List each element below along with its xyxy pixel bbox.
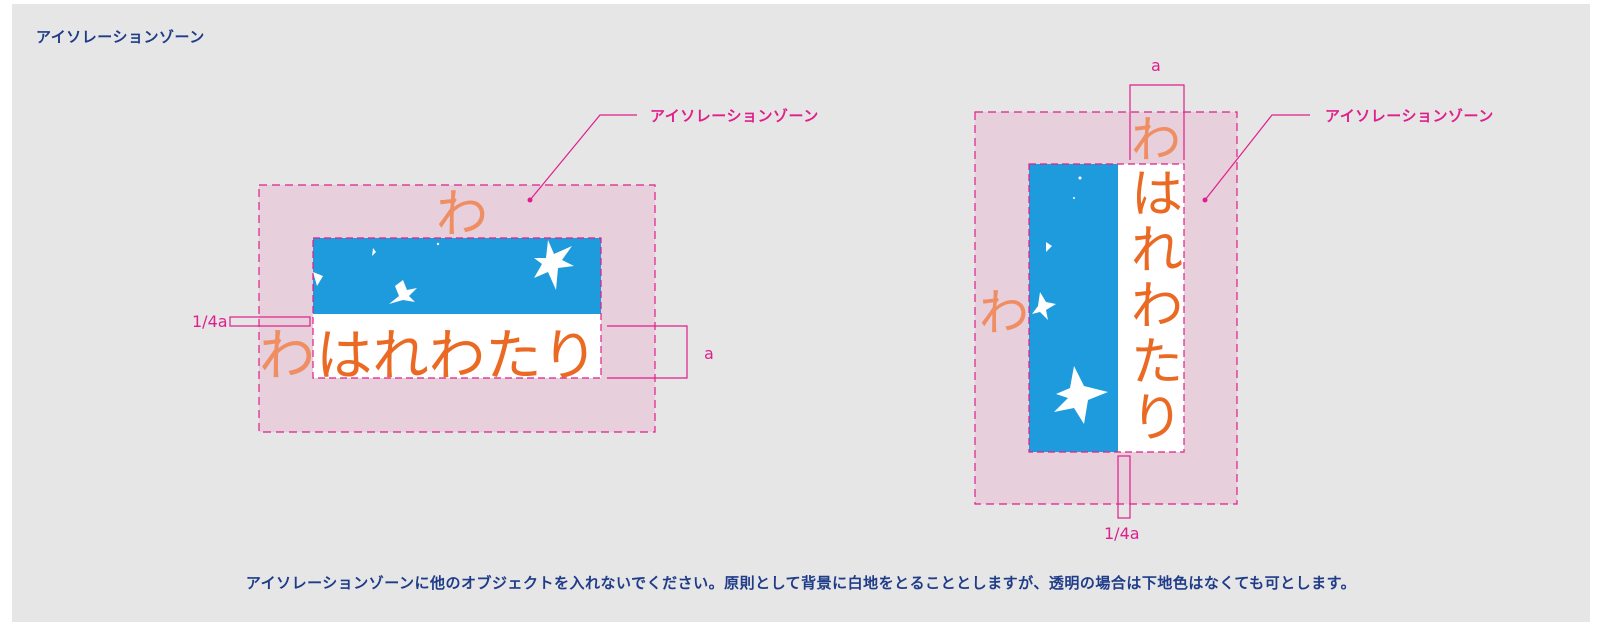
callout-label-left: アイソレーションゾーン xyxy=(650,107,819,125)
callout-dot-left xyxy=(527,197,533,203)
bird-icon-edge xyxy=(313,272,323,286)
dimension-label-a-left: a xyxy=(704,344,714,363)
logo-boundary-vertical xyxy=(1028,163,1185,453)
logo-char-vertical: は xyxy=(1131,165,1183,225)
bird-icon-large xyxy=(1054,366,1108,424)
a-bracket-right xyxy=(1129,84,1185,160)
unit-glyph-left: わ xyxy=(259,324,315,389)
logo-text-horizontal: はれわたり xyxy=(316,324,598,389)
callout-dot-right xyxy=(1202,197,1208,203)
dimension-label-a-right: a xyxy=(1151,56,1161,75)
quarter-a-bracket-left xyxy=(229,316,311,327)
logo-char-vertical: り xyxy=(1131,389,1183,449)
bird-icon-medium xyxy=(1032,292,1056,320)
horizontal-logo-group: わ わ はれわたり xyxy=(229,114,688,433)
bird-icon-dot xyxy=(436,242,440,246)
dimension-label-quarter-left: 1/4a xyxy=(192,312,228,331)
bird-icon-small xyxy=(1046,242,1052,252)
logo-sky-horizontal xyxy=(313,238,601,314)
logo-char-vertical: わ xyxy=(1131,277,1183,337)
bird-icon-large xyxy=(534,240,574,290)
logo-char-vertical: た xyxy=(1131,333,1183,393)
callout-leader-right xyxy=(1204,114,1310,201)
callout-label-right: アイソレーションゾーン xyxy=(1325,107,1494,125)
section-title: アイソレーションゾーン xyxy=(36,28,205,46)
unit-glyph-top: わ xyxy=(436,185,488,245)
callout-leader-left xyxy=(529,114,637,201)
unit-glyph-left-vertical: わ xyxy=(979,284,1029,342)
a-bracket-left xyxy=(607,325,688,379)
logo-text-vertical: はれわたり xyxy=(1131,165,1183,449)
bird-icon-small xyxy=(372,248,376,256)
bird-icons-vertical xyxy=(1032,176,1108,424)
dimension-label-quarter-right: 1/4a xyxy=(1104,524,1140,543)
logo-text-band-horizontal xyxy=(313,314,601,378)
logo-char-vertical: れ xyxy=(1131,221,1183,281)
logo-text-band-vertical xyxy=(1118,164,1184,452)
unit-glyph-top-vertical: わ xyxy=(1131,111,1181,169)
bird-icon-dot-2 xyxy=(1073,197,1075,199)
bird-icon-medium xyxy=(389,280,417,304)
bird-icons-horizontal xyxy=(313,240,574,304)
vertical-logo-group: わ わ はれわたり xyxy=(974,84,1310,519)
bird-icon-dot xyxy=(1078,176,1082,180)
quarter-a-bracket-right xyxy=(1117,455,1131,519)
guideline-caption: アイソレーションゾーンに他のオブジェクトを入れないでください。原則として背景に白… xyxy=(245,574,1357,592)
logo-boundary-horizontal xyxy=(312,237,602,379)
